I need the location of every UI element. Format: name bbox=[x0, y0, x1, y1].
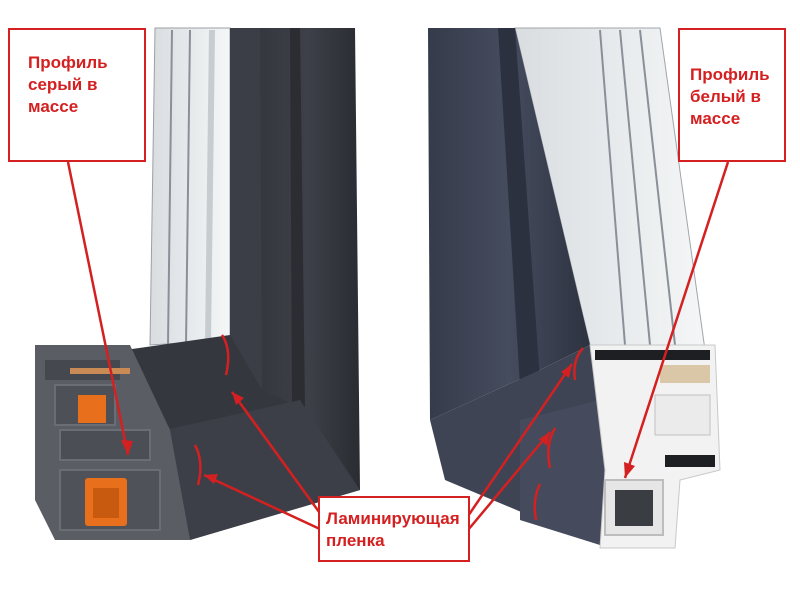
white-profile-callout: Профиль белый в массе bbox=[678, 28, 786, 162]
right-frame-vertical bbox=[428, 28, 590, 420]
gray-profile-callout: Профиль серый в массе bbox=[8, 28, 146, 162]
orange-reinforcement-small bbox=[78, 395, 106, 423]
gray-profile-label-line2: серый в bbox=[28, 75, 98, 94]
gray-profile-sample bbox=[35, 27, 360, 540]
laminating-film-callout: Ламинирующая пленка bbox=[318, 496, 470, 562]
white-profile-label-line2: белый в bbox=[690, 87, 761, 106]
white-profile-label-line1: Профиль bbox=[690, 65, 770, 84]
gray-profile-label-line1: Профиль bbox=[28, 53, 108, 72]
annotation-arrows bbox=[66, 161, 730, 532]
film-label-line2: пленка bbox=[326, 531, 385, 550]
white-profile-sample bbox=[428, 27, 721, 549]
gray-profile-label-line3: массе bbox=[28, 97, 79, 116]
white-profile-label-line3: массе bbox=[690, 109, 741, 128]
film-label-line1: Ламинирующая bbox=[326, 509, 460, 528]
